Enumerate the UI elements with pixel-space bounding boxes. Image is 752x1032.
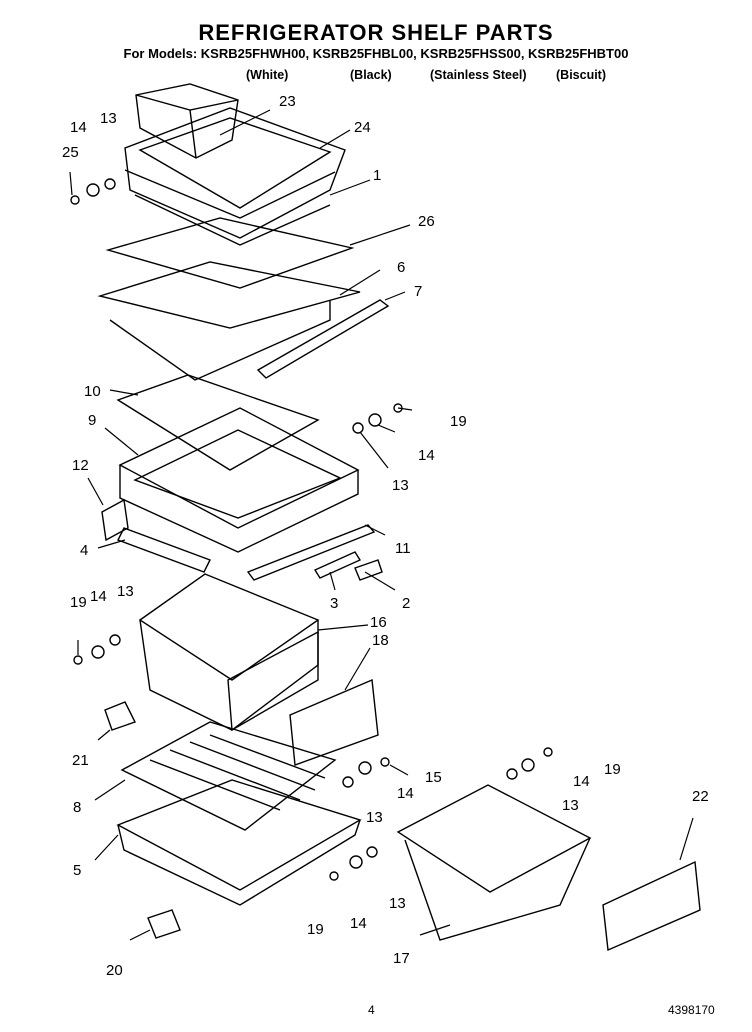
callout-26: 26 (418, 213, 435, 230)
callout-13f: 13 (389, 895, 406, 912)
callout-3: 3 (330, 595, 338, 612)
callout-22: 22 (692, 788, 709, 805)
callout-19b: 19 (70, 594, 87, 611)
callout-13c: 13 (117, 583, 134, 600)
part-8-shelf (120, 721, 337, 831)
callout-15: 15 (425, 769, 442, 786)
part-16-front (227, 630, 319, 732)
screw-19b (73, 655, 83, 665)
callout-17: 17 (393, 950, 410, 967)
callout-10: 10 (84, 383, 101, 400)
screw-15 (380, 757, 390, 767)
callout-14e: 14 (573, 773, 590, 790)
callout-labels: 1 2 3 4 5 6 7 8 9 10 11 12 13 13 13 13 1… (62, 93, 709, 979)
washer-13f (366, 846, 378, 858)
part-drawings (70, 83, 701, 952)
callout-21: 21 (72, 752, 89, 769)
washer-13c (109, 634, 121, 646)
document-number: 4398170 (668, 1003, 715, 1017)
callout-14b: 14 (418, 447, 435, 464)
finish-biscuit: (Biscuit) (556, 68, 606, 82)
part-23-bin (135, 83, 239, 159)
washer-13e (506, 768, 518, 780)
part-17-body (404, 837, 591, 941)
washer-14d (358, 761, 372, 775)
part-12 (101, 498, 129, 542)
callout-2: 2 (402, 595, 410, 612)
washer-14e (521, 758, 535, 772)
callout-4: 4 (80, 542, 88, 559)
part-26-glass (105, 217, 355, 289)
page-title: REFRIGERATOR SHELF PARTS (198, 20, 554, 45)
washer-13d (342, 776, 354, 788)
part-21 (104, 701, 136, 731)
callout-19d: 19 (307, 921, 324, 938)
screw-25 (70, 195, 80, 205)
part-5-tray (116, 779, 362, 891)
callout-25: 25 (62, 144, 79, 161)
washer-13b (352, 422, 364, 434)
callout-20: 20 (106, 962, 123, 979)
callout-14f: 14 (350, 915, 367, 932)
part-7-rail (256, 299, 390, 379)
callout-12: 12 (72, 457, 89, 474)
screw-19c (543, 747, 553, 757)
part-2 (354, 559, 383, 581)
finish-stainless: (Stainless Steel) (430, 68, 527, 82)
leader-lines (69, 109, 694, 941)
callout-14c: 14 (90, 588, 107, 605)
callout-23: 23 (279, 93, 296, 110)
part-8-grid (149, 734, 326, 811)
washer-14f (349, 855, 363, 869)
callout-19a: 19 (450, 413, 467, 430)
callout-9: 9 (88, 412, 96, 429)
screw-19d (329, 871, 339, 881)
part-16-top (138, 573, 320, 681)
part-11-rail (246, 524, 376, 581)
part-5-side (117, 819, 361, 906)
callout-6: 6 (397, 259, 405, 276)
callout-11: 11 (395, 540, 411, 557)
washer-13a (104, 178, 116, 190)
part-3 (313, 551, 362, 579)
part-9-side (119, 465, 359, 553)
part-23-bin-edge (135, 94, 239, 159)
callout-16: 16 (370, 614, 387, 631)
part-24-glass (138, 117, 332, 209)
washer-14b (368, 413, 382, 427)
part-6-frame (97, 261, 361, 329)
washer-14a (86, 183, 100, 197)
part-16-body (139, 619, 319, 731)
part-18-panel (289, 678, 379, 766)
part-9-inner (133, 429, 342, 519)
part-24-shelf (124, 107, 346, 239)
part-6-body (109, 300, 331, 381)
part-22-panel (602, 860, 701, 952)
callout-8: 8 (73, 799, 81, 816)
callout-5: 5 (73, 862, 81, 879)
callout-24: 24 (354, 119, 371, 136)
callout-7: 7 (414, 283, 422, 300)
part-10-glass (116, 374, 320, 471)
callout-1: 1 (373, 167, 381, 184)
callout-18: 18 (372, 632, 389, 649)
part-1-rail (134, 194, 331, 246)
part-1-frame (124, 169, 336, 219)
callout-13d: 13 (366, 809, 383, 826)
part-9-frame (118, 407, 360, 529)
finish-black: (Black) (350, 68, 392, 82)
callout-13a: 13 (100, 110, 117, 127)
washer-14c (91, 645, 105, 659)
part-20 (147, 909, 181, 939)
callout-14a: 14 (70, 119, 87, 136)
callout-13e: 13 (562, 797, 579, 814)
finish-white: (White) (246, 68, 289, 82)
model-list: For Models: KSRB25FHWH00, KSRB25FHBL00, … (123, 46, 629, 61)
part-4 (117, 527, 211, 573)
page-number: 4 (368, 1003, 375, 1017)
callout-14d: 14 (397, 785, 414, 802)
callout-13b: 13 (392, 477, 409, 494)
callout-19c: 19 (604, 761, 621, 778)
